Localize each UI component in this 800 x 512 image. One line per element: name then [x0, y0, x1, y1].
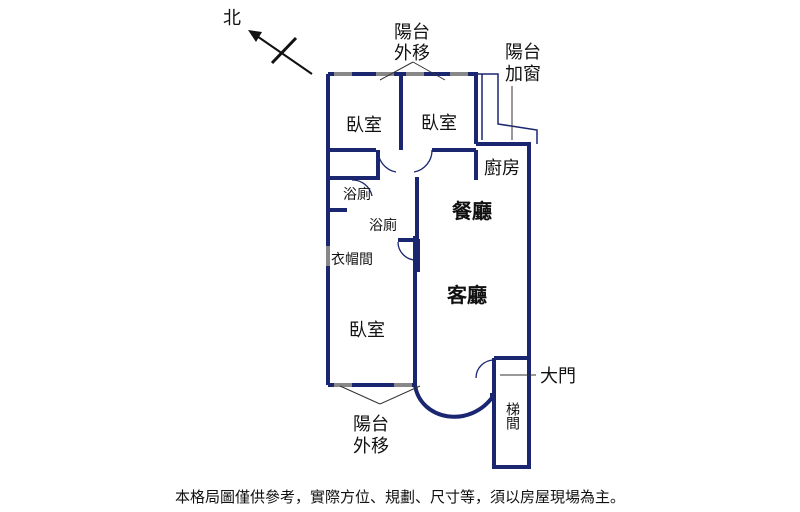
room-stairwell: 梯間 [504, 402, 520, 431]
annotation-balcony-bottom-1: 陽台 [353, 414, 389, 435]
balcony-window-structure [476, 73, 538, 144]
room-dining: 餐廳 [452, 199, 492, 223]
room-bathroom-1: 浴廁 [343, 186, 371, 203]
room-bedroom-1: 臥室 [346, 115, 382, 136]
annotation-balcony-bottom-2: 外移 [353, 436, 389, 457]
disclaimer-text: 本格局圖僅供參考，實際方位、規劃、尺寸等，須以房屋現場為主。 [174, 488, 625, 506]
annotation-balcony-top-2: 外移 [394, 43, 430, 64]
room-bedroom-2: 臥室 [421, 113, 457, 134]
north-arrow-icon [248, 30, 313, 75]
annotation-balcony-window-1: 陽台 [505, 42, 541, 63]
leader-lines [339, 61, 536, 405]
room-living: 客廳 [446, 283, 487, 307]
north-label: 北 [223, 8, 241, 29]
doors [351, 149, 496, 419]
room-bedroom-3: 臥室 [349, 320, 385, 341]
annotation-balcony-top-1: 陽台 [394, 22, 430, 43]
room-kitchen: 廚房 [484, 157, 520, 179]
windows [326, 72, 468, 387]
annotation-balcony-window-2: 加窗 [505, 64, 541, 85]
room-bathroom-2: 浴廁 [369, 217, 397, 234]
room-closet: 衣帽間 [331, 252, 373, 268]
annotation-entrance: 大門 [540, 366, 576, 387]
